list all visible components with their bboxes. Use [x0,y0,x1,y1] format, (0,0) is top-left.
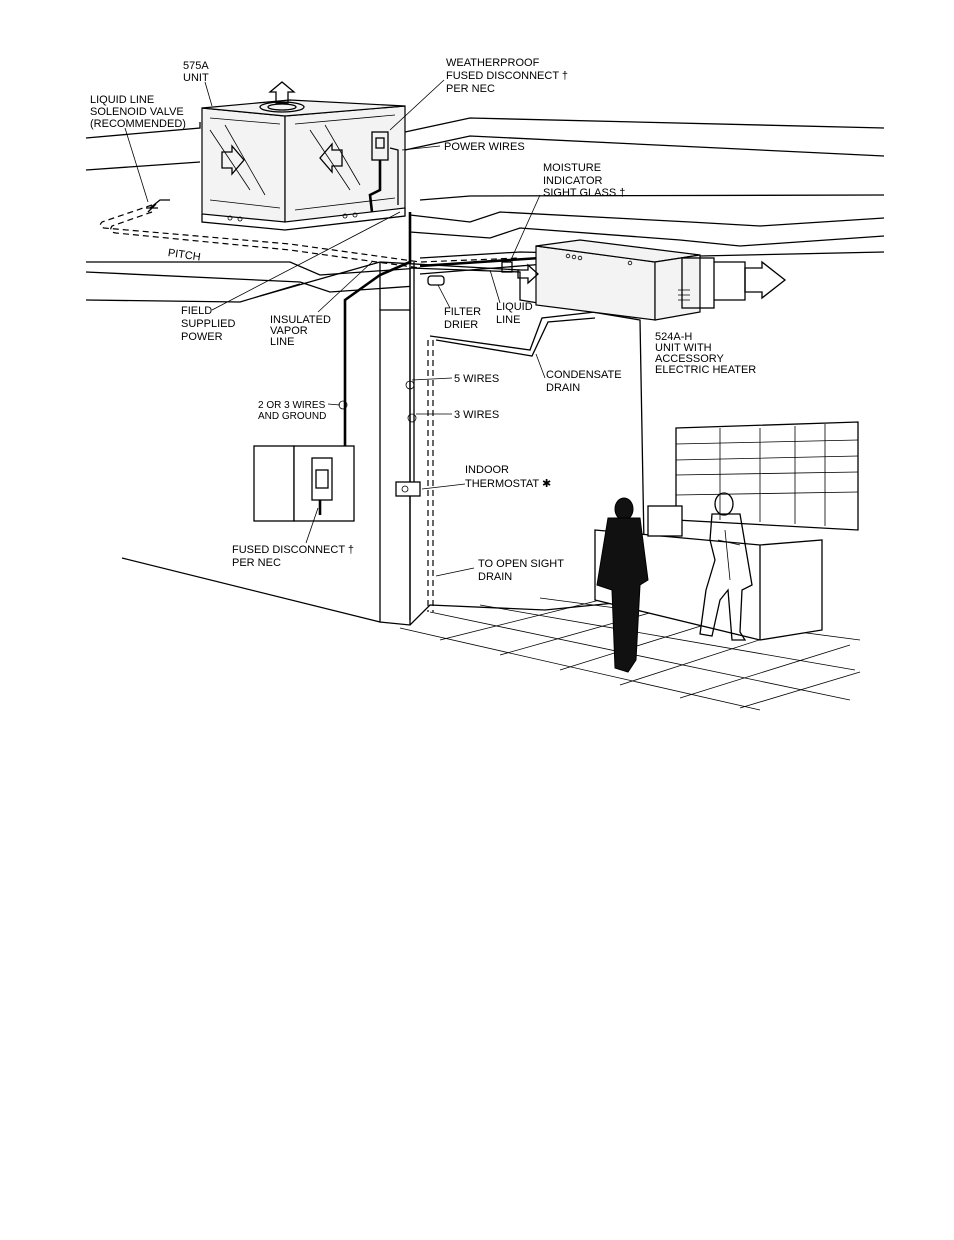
office-background [594,421,859,641]
unit-575a [201,81,406,231]
unit-524a-h [501,239,787,321]
filter-drier [427,275,445,286]
people-illustration [596,492,753,673]
label-field-supplied-power: FIELD SUPPLIED POWER [181,305,238,343]
indoor-thermostat [395,481,421,497]
label-3-wires: 3 WIRES [454,409,499,421]
label-weatherproof-disconnect: WEATHERPROOF FUSED DISCONNECT † PER NEC [446,57,571,95]
label-moisture-indicator: MOISTURE INDICATOR SIGHT GLASS † [543,162,625,199]
label-power-wires: POWER WIRES [444,141,525,153]
label-575a-unit: 575A UNIT [183,60,211,84]
label-liquid-line: LIQUID LINE [496,301,536,326]
roof-outline [85,117,885,310]
label-fused-disconnect: FUSED DISCONNECT † PER NEC [232,544,357,569]
drain-lines [427,311,596,612]
label-open-sight-drain: TO OPEN SIGHT DRAIN [478,558,567,583]
labels: 575A UNIT LIQUID LINE SOLENOID VALVE (RE… [90,57,756,583]
refrigerant-lines [99,199,546,275]
label-insulated-vapor-line: INSULATED VAPOR LINE [270,314,334,348]
label-5-wires: 5 WIRES [454,373,499,385]
label-pitch: PITCH [167,247,201,263]
fused-disconnect-box [253,445,355,522]
label-condensate-drain: CONDENSATE DRAIN [546,369,625,394]
label-2-or-3-wires: 2 OR 3 WIRES AND GROUND [258,400,328,422]
label-indoor-thermostat: INDOOR THERMOSTAT ✱ [465,464,551,490]
label-524a-h-unit: 524A-H UNIT WITH ACCESSORY ELECTRIC HEAT… [655,331,756,376]
leader-lines [124,79,546,577]
label-filter-drier: FILTER DRIER [444,306,484,331]
label-solenoid-valve: LIQUID LINE SOLENOID VALVE (RECOMMENDED) [90,94,187,130]
